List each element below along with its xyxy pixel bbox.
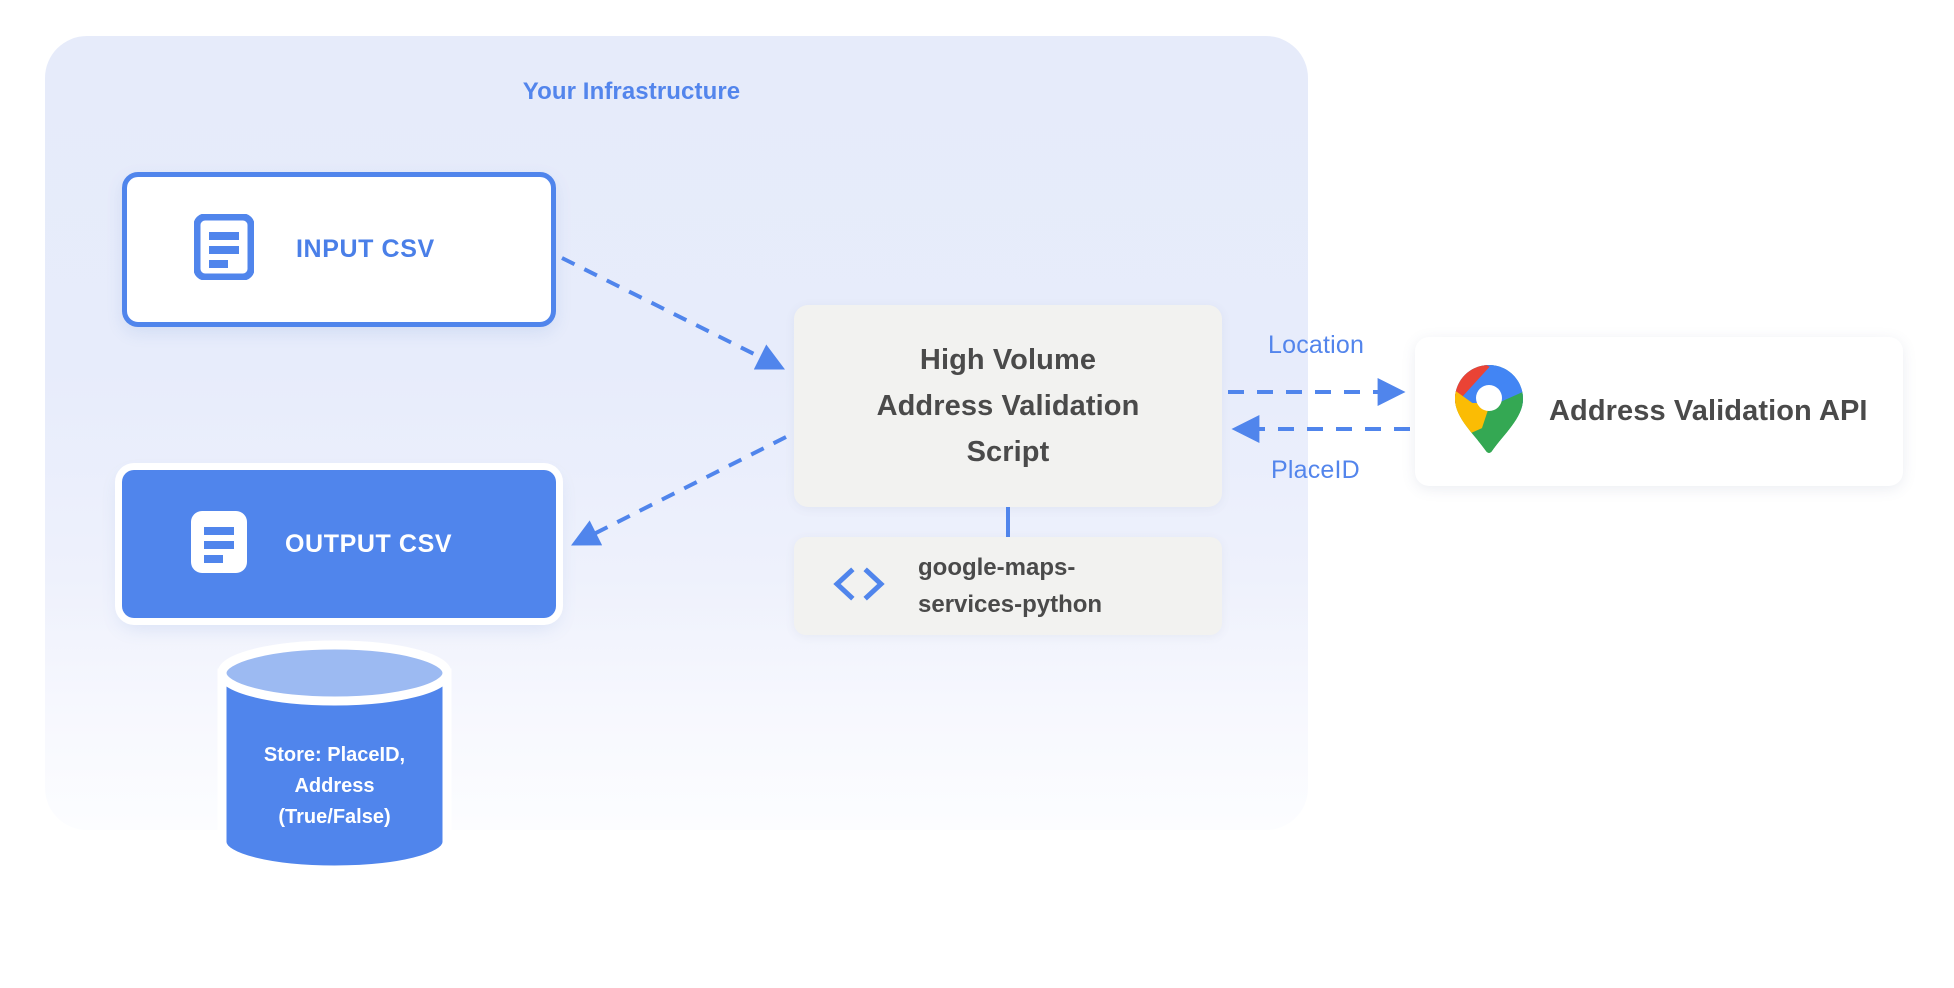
node-client-library[interactable]: google-maps- services-python — [794, 537, 1222, 635]
node-address-validation-api[interactable]: Address Validation API — [1415, 337, 1903, 486]
node-validation-script[interactable]: High Volume Address Validation Script — [794, 305, 1222, 507]
code-icon — [830, 566, 888, 606]
library-line-2: services-python — [918, 591, 1103, 618]
input-csv-label: INPUT CSV — [296, 235, 435, 263]
script-line-2: Address Validation — [876, 390, 1140, 422]
node-input-csv[interactable]: INPUT CSV — [122, 172, 556, 327]
node-database-store[interactable]: Store: PlaceID, Address (True/False) — [212, 640, 457, 875]
document-icon — [189, 509, 249, 580]
output-csv-label: OUTPUT CSV — [285, 529, 453, 558]
google-maps-pin-icon — [1453, 363, 1525, 460]
edge-label-location: Location — [1268, 331, 1365, 359]
document-icon — [193, 213, 255, 285]
infrastructure-title: Your Infrastructure — [522, 78, 741, 105]
node-output-csv[interactable]: OUTPUT CSV — [122, 470, 556, 618]
cylinder-shape — [217, 640, 452, 875]
script-library-connector — [1006, 507, 1010, 538]
script-line-3: Script — [966, 436, 1050, 468]
client-library-label: google-maps- services-python — [918, 549, 1102, 623]
script-line-1: High Volume — [919, 344, 1097, 376]
library-line-1: google-maps- — [918, 554, 1076, 581]
edge-label-placeid: PlaceID — [1271, 456, 1360, 484]
api-card-label: Address Validation API — [1549, 395, 1868, 427]
